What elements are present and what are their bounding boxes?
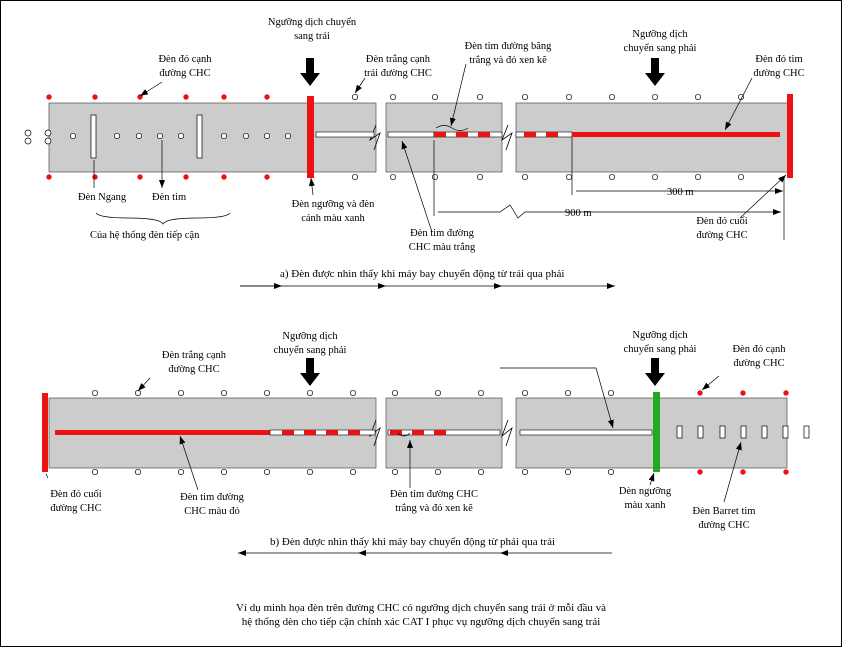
top-crossbar-label: Đèn Ngang [78,192,127,203]
bottom-barrette-lights [676,425,810,439]
bottom-threshold-arrow-a [300,358,320,386]
bottom-red-edge-lights [697,390,789,475]
top-runway-end-bar [787,94,793,178]
top-threshold-left-arrow [300,58,320,86]
footer-line-2: hệ thống dèn cho tiếp cận chính xác CAT … [242,616,601,628]
top-runway-segment-2 [385,102,503,173]
approach-light [44,129,52,137]
approach-light [24,129,32,137]
top-caption: a) Đèn được nhìn thấy khi máy bay chuyển… [280,268,564,280]
bottom-white-centerline [519,429,653,436]
top-approach-label: Của hệ thống đèn tiếp cận [90,230,200,241]
top-red-centerline [572,132,780,137]
bottom-alternating-centerline-1 [269,429,376,436]
bottom-white-edge-lights [91,389,615,476]
bottom-threshold-arrow-b [645,358,665,386]
top-break-mark-2 [501,124,513,151]
top-distance-lines [433,137,785,240]
top-threshold-bar [307,96,314,178]
approach-light [24,137,32,145]
top-center-label: Đèn tim [152,192,186,203]
bottom-caption: b) Đèn được nhìn thấy khi máy bay chuyển… [270,536,555,548]
bottom-green-threshold-bar [653,392,660,472]
top-runway-segment-3 [515,102,789,173]
top-white-centerline [315,131,375,138]
top-distance-300: 300 m [667,187,694,198]
approach-centerline-lights [69,132,292,140]
top-alternating-centerline [433,131,573,138]
bottom-break-mark-2 [501,419,513,447]
top-threshold-right-arrow [645,58,665,86]
approach-crossbar [196,114,203,159]
bottom-alternating-centerline-2 [387,429,501,436]
footer-line-1: Ví dụ minh họa đèn trên đường CHC có ngư… [236,602,606,614]
bottom-leader-lines [45,367,742,503]
top-white-edge-lights [351,93,745,181]
bottom-runway-end-bar [42,393,48,472]
top-leader-lines [93,63,787,233]
approach-light [44,137,52,145]
top-white-centerline-2 [387,131,435,138]
top-runway-segment-1 [48,102,377,173]
approach-crossbar [90,114,97,159]
top-distance-900: 900 m [565,208,592,219]
bottom-red-centerline [55,430,270,435]
